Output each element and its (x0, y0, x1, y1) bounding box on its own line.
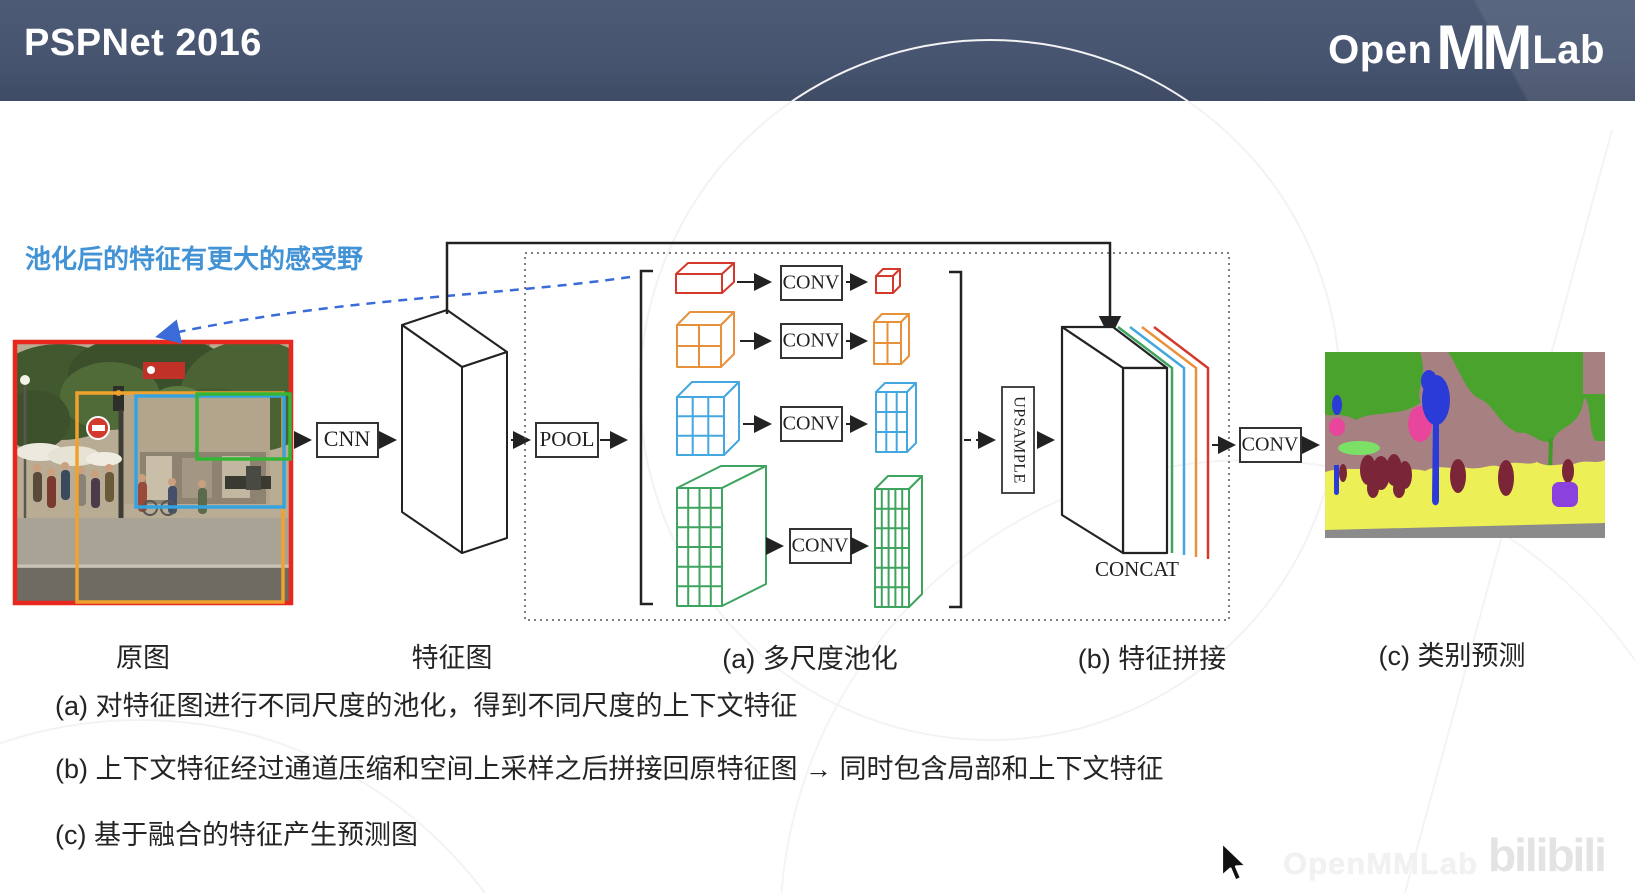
concat-colored-layers (1117, 326, 1210, 559)
caption-original-image: 原图 (116, 643, 170, 673)
bbox-blue (134, 394, 286, 509)
svg-text:CONV: CONV (1242, 434, 1299, 456)
branch-red-output (875, 268, 901, 294)
svg-text:UPSAMPLE: UPSAMPLE (1010, 396, 1027, 484)
svg-text:CONV: CONV (783, 330, 840, 352)
cnn-box: CNN (316, 422, 379, 458)
branch-blue-3x3 (676, 381, 740, 456)
conv-box-2: CONV (780, 323, 843, 359)
feature-map (401, 309, 508, 554)
concat-stack: CONCAT (1060, 325, 1210, 581)
annotation-arrow (155, 275, 631, 344)
branch-green-6x6 (676, 465, 767, 607)
caption-multi-scale-pooling: (a) 多尺度池化 (722, 644, 898, 674)
upsample-box: UPSAMPLE (1001, 386, 1035, 494)
svg-text:CONV: CONV (792, 535, 849, 557)
branch-orange-2x2 (676, 311, 735, 368)
cnn-label: CNN (324, 426, 371, 451)
header-bar: PSPNet 2016 Open MM Lab (0, 0, 1635, 101)
bracket-open (639, 269, 653, 606)
caption-feature-concat: (b) 特征拼接 (1077, 644, 1227, 674)
concat-label: CONCAT (1095, 557, 1179, 581)
note-b: (b) 上下文特征经过通道压缩和空间上采样之后拼接回原特征图 → 同时包含局部和… (55, 754, 1164, 784)
annotation-pooling-note: 池化后的特征有更大的感受野 (25, 244, 364, 274)
skip-connection-line (445, 241, 1122, 339)
pyramid-region-border (524, 252, 1230, 621)
svg-text:CONV: CONV (783, 413, 840, 435)
branch-blue-output (875, 382, 917, 453)
pool-label: POOL (540, 427, 595, 451)
branch-green-output (874, 475, 923, 608)
header-swoosh-decor (1335, 0, 1635, 101)
mouse-cursor-icon (1220, 841, 1248, 882)
logo-lab-text: Lab (1532, 28, 1605, 72)
openmmlab-logo: Open MM Lab (1328, 0, 1605, 101)
bracket-close (949, 270, 963, 609)
logo-open-text: Open (1328, 28, 1433, 72)
segmentation-output (1325, 352, 1605, 538)
page-title: PSPNet 2016 (24, 22, 262, 64)
svg-text:CONV: CONV (783, 272, 840, 294)
note-a: (a) 对特征图进行不同尺度的池化，得到不同尺度的上下文特征 (55, 691, 798, 721)
conv-box-3: CONV (780, 406, 843, 442)
pool-box: POOL (535, 422, 599, 458)
openmmlab-watermark: OpenMMLab (1283, 846, 1478, 881)
caption-class-prediction: (c) 类别预测 (1378, 641, 1526, 671)
caption-feature-map: 特征图 (411, 643, 493, 673)
input-photo (12, 339, 294, 606)
bbox-green (195, 392, 292, 461)
bilibili-watermark: bilibili (1488, 829, 1607, 881)
note-c: (c) 基于融合的特征产生预测图 (55, 820, 418, 850)
conv-box-4: CONV (789, 528, 852, 564)
branch-red-1x1 (675, 262, 735, 294)
conv-box-1: CONV (780, 265, 843, 301)
branch-orange-output (873, 313, 910, 365)
final-conv-box: CONV (1239, 427, 1302, 463)
logo-mm-glyph: MM (1436, 12, 1532, 83)
